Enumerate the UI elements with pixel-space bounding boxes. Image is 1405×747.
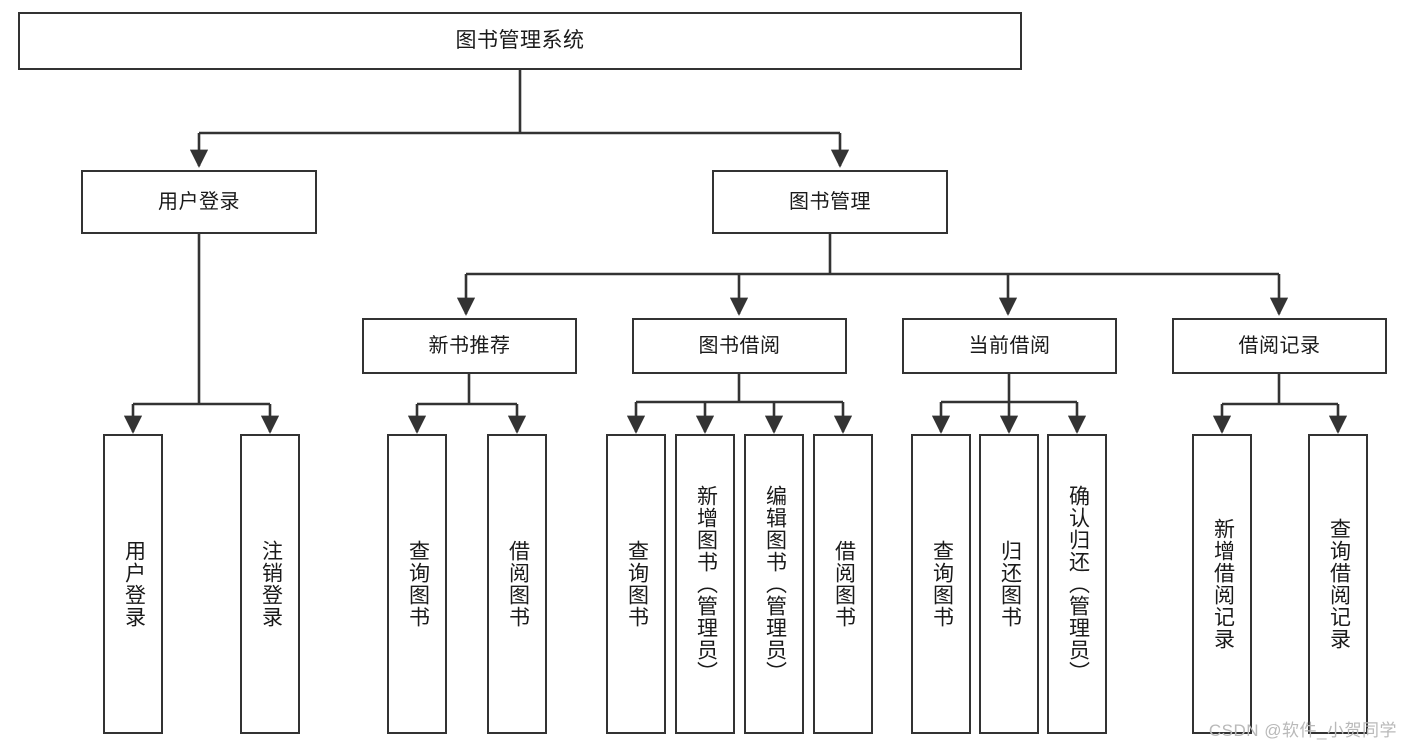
node-label: 注销登录 <box>259 540 283 628</box>
node-label: 图书管理系统 <box>455 29 585 53</box>
node-borrow-record[interactable]: 借阅记录 <box>1172 318 1387 374</box>
node-label: 用户登录 <box>122 540 146 628</box>
leaf-current-query-book[interactable]: 查询图书 <box>911 434 971 734</box>
node-label: 查询图书 <box>625 540 649 628</box>
leaf-current-confirm-return-admin[interactable]: 确认归还（管理员） <box>1047 434 1107 734</box>
node-label: 新增借阅记录 <box>1211 518 1235 650</box>
node-current-borrow[interactable]: 当前借阅 <box>902 318 1117 374</box>
node-label: 图书管理 <box>789 190 871 213</box>
node-label: 用户登录 <box>158 190 240 213</box>
node-label: 新增图书（管理员） <box>694 485 718 683</box>
leaf-user-login-logout[interactable]: 注销登录 <box>240 434 300 734</box>
leaf-record-query-record[interactable]: 查询借阅记录 <box>1308 434 1368 734</box>
node-label: 借阅记录 <box>1238 334 1321 357</box>
node-label: 查询图书 <box>406 540 430 628</box>
node-label: 归还图书 <box>998 540 1022 628</box>
leaf-recommend-query-book[interactable]: 查询图书 <box>387 434 447 734</box>
leaf-borrow-edit-book-admin[interactable]: 编辑图书（管理员） <box>744 434 804 734</box>
leaf-borrow-add-book-admin[interactable]: 新增图书（管理员） <box>675 434 735 734</box>
node-label: 查询借阅记录 <box>1327 518 1351 650</box>
node-label: 图书借阅 <box>698 334 781 357</box>
leaf-borrow-borrow-book[interactable]: 借阅图书 <box>813 434 873 734</box>
node-user-login[interactable]: 用户登录 <box>81 170 317 234</box>
leaf-current-return-book[interactable]: 归还图书 <box>979 434 1039 734</box>
node-label: 当前借阅 <box>968 334 1051 357</box>
node-book-management[interactable]: 图书管理 <box>712 170 948 234</box>
leaf-record-add-record[interactable]: 新增借阅记录 <box>1192 434 1252 734</box>
node-label: 新书推荐 <box>428 334 511 357</box>
node-new-book-recommend[interactable]: 新书推荐 <box>362 318 577 374</box>
leaf-recommend-borrow-book[interactable]: 借阅图书 <box>487 434 547 734</box>
node-book-borrow[interactable]: 图书借阅 <box>632 318 847 374</box>
node-label: 查询图书 <box>930 540 954 628</box>
node-label: 借阅图书 <box>506 540 530 628</box>
node-label: 编辑图书（管理员） <box>763 485 787 683</box>
leaf-user-login-login[interactable]: 用户登录 <box>103 434 163 734</box>
node-label: 借阅图书 <box>832 540 856 628</box>
leaf-borrow-query-book[interactable]: 查询图书 <box>606 434 666 734</box>
node-label: 确认归还（管理员） <box>1066 485 1090 683</box>
node-root-library-system[interactable]: 图书管理系统 <box>18 12 1022 70</box>
watermark: CSDN @软件_小贺同学 <box>1208 721 1397 740</box>
